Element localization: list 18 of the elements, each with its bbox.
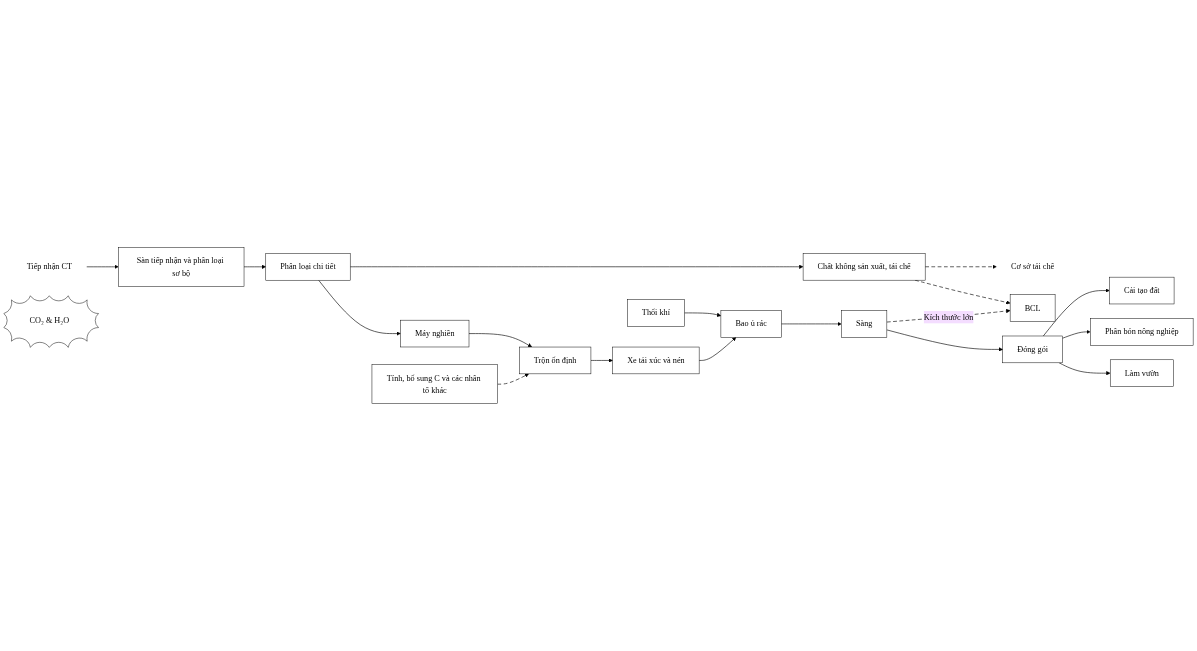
node-text: Cơ sở tái chế	[1011, 262, 1055, 272]
node-box: Chất không sản xuất, tái chế	[802, 253, 926, 281]
node-box: Trộn ổn định	[519, 346, 592, 375]
node-box: Thổi khí	[627, 299, 685, 327]
node-box: Phân loại chi tiết	[265, 253, 351, 281]
node-box: BCL	[1009, 294, 1056, 322]
edge-label: Kích thước lớn	[923, 312, 974, 322]
node-box: Cải tạo đất	[1109, 276, 1175, 305]
node-box: Làm vườn	[1110, 359, 1174, 387]
node-box: Sàng	[841, 310, 888, 338]
node-box: Bao ủ rác	[720, 310, 782, 338]
node-box: Phân bón nông nghiệp	[1090, 318, 1194, 346]
node-box: Đóng gói	[1002, 335, 1063, 364]
node-box: Xe tải xúc và nén	[612, 346, 700, 375]
node-box: Sàn tiếp nhận và phân loại sơ bộ	[118, 247, 245, 287]
node-box: Tính, bổ sung C và các nhân tố khác	[371, 364, 498, 404]
node-box: Máy nghiền	[400, 319, 470, 348]
node-text: Tiếp nhận CT	[26, 262, 72, 272]
